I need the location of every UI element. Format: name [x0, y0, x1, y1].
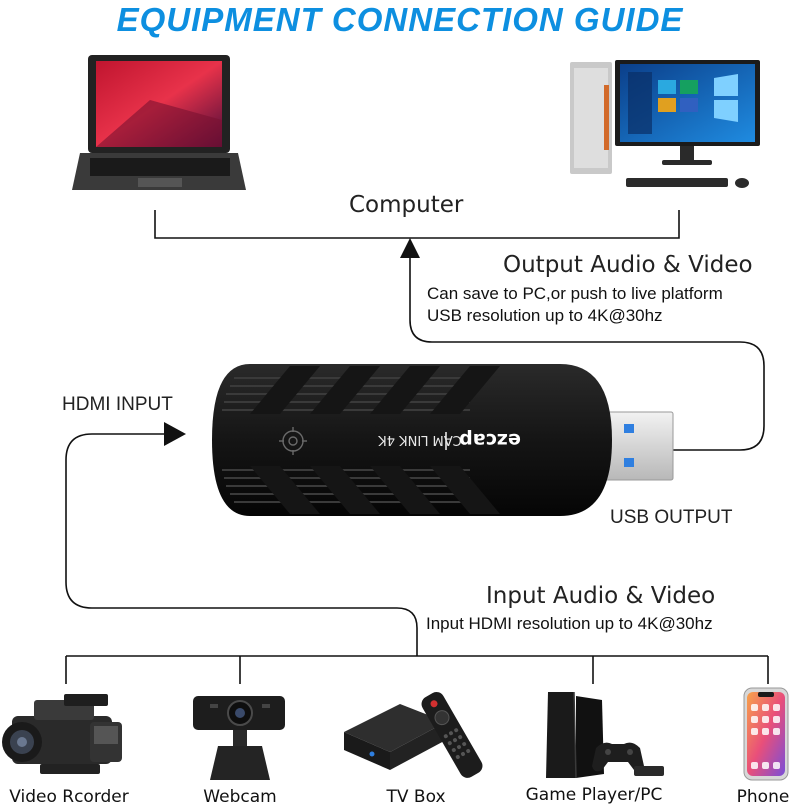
output-arrowhead — [400, 238, 420, 258]
output-heading: Output Audio & Video — [503, 252, 753, 278]
source-label-webcam: Webcam — [203, 787, 277, 807]
device-model-text: CAM LINK 4K — [378, 432, 462, 447]
device-brand-text: ezcap — [459, 429, 521, 451]
usb-output-label: USB OUTPUT — [610, 507, 733, 528]
page-title: EQUIPMENT CONNECTION GUIDE — [116, 1, 684, 38]
computer-bracket — [154, 210, 680, 239]
hdmi-input-label: HDMI INPUT — [62, 394, 173, 415]
output-connector-line — [409, 258, 765, 451]
led-indicator-icon — [279, 427, 307, 455]
laptop-icon — [72, 55, 246, 190]
source-label-tv-box: TV Box — [386, 787, 446, 807]
source-bus — [65, 655, 769, 684]
source-label-game-player: Game Player/PC — [525, 785, 663, 805]
hdmi-arrowhead — [164, 422, 186, 446]
tv-box-icon — [344, 692, 483, 778]
game-console-icon — [546, 691, 664, 779]
camcorder-icon — [2, 694, 122, 774]
output-note-platform: Can save to PC,or push to live platform — [427, 284, 723, 303]
input-heading: Input Audio & Video — [486, 583, 716, 609]
source-label-video-recorder: Video Rcorder — [9, 787, 129, 807]
capture-device: CAM LINK 4K ezcap — [212, 364, 674, 516]
input-note-resolution: Input HDMI resolution up to 4K@30hz — [426, 614, 713, 633]
computer-label: Computer — [349, 192, 464, 218]
source-label-phone: Phone — [736, 787, 790, 807]
output-note-resolution: USB resolution up to 4K@30hz — [427, 306, 663, 325]
desktop-pc-icon — [570, 60, 760, 188]
smartphone-icon — [743, 687, 789, 781]
input-connector-line — [65, 433, 418, 656]
webcam-icon — [193, 696, 285, 780]
